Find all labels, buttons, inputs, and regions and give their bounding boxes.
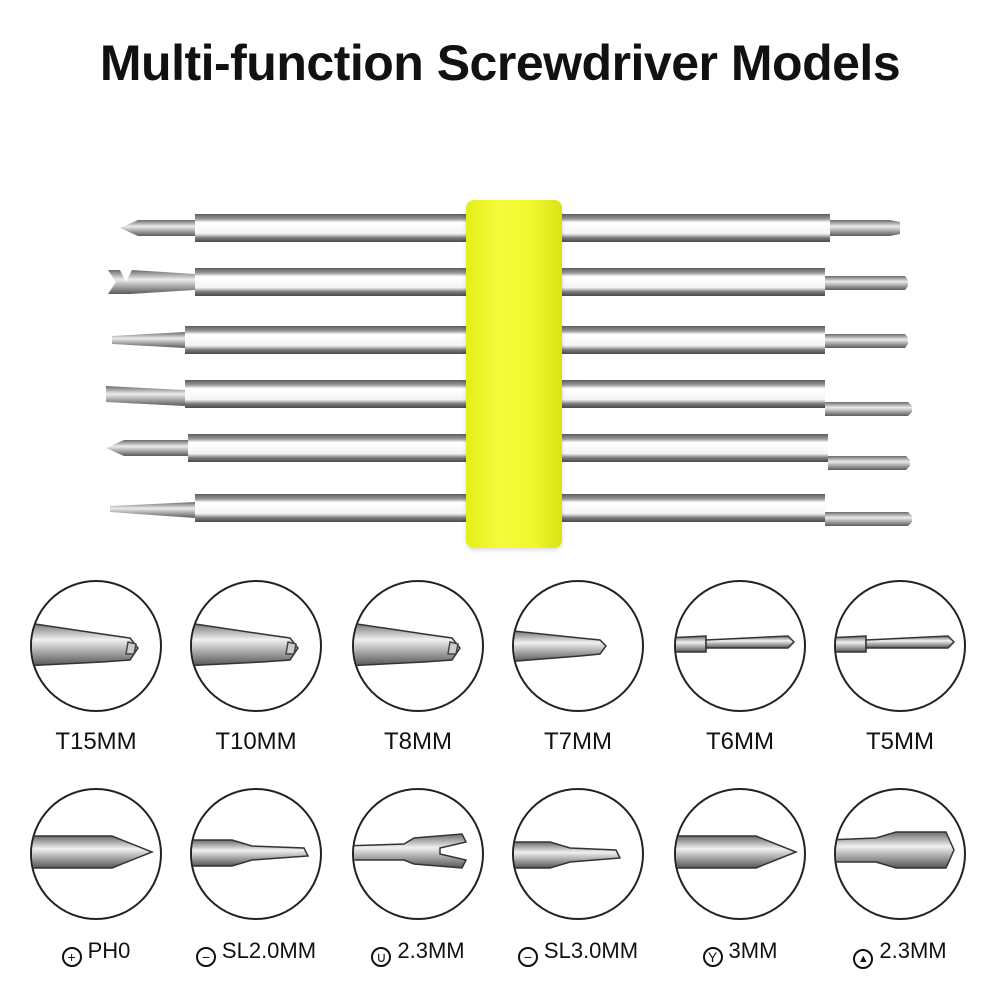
u-bit-icon [352,788,484,920]
tip-label: −SL2.0MM [176,938,336,967]
tip-label: T6MM [706,728,774,755]
y-symbol-icon: Y [702,947,723,967]
slotted-bit-icon [512,788,644,920]
tip-cell: T6MM [660,580,820,756]
yellow-bit-holder [466,200,562,548]
tip-cell: T10MM [176,580,336,756]
page-title: Multi-function Screwdriver Models [99,35,901,91]
tip-label: +PH0 [16,938,176,967]
tip-cell: ▲2.3MM [820,788,980,969]
tip-cell: T7MM [498,580,658,756]
minus-symbol-icon: − [517,947,538,967]
torx-bit-icon [352,580,484,712]
tip-cell: +PH0 [16,788,176,967]
triangle-bit-icon [834,788,966,920]
tip-cell: T8MM [338,580,498,756]
phillips-bit-icon [30,788,162,920]
torx-bit-icon [834,580,966,712]
y-bit-icon [674,788,806,920]
tip-cell: −SL3.0MM [498,788,658,967]
torx-bit-icon [30,580,162,712]
torx-bit-icon [190,580,322,712]
torx-bit-icon [674,580,806,712]
tip-label: ▲2.3MM [820,938,980,969]
tip-cell: T15MM [16,580,176,756]
slotted-bit-icon [190,788,322,920]
tip-cell: ∪2.3MM [338,788,498,967]
triangle-symbol-icon: ▲ [853,949,874,969]
tip-label: T5MM [866,728,934,755]
tip-label: T10MM [215,728,297,755]
tip-cell: T5MM [820,580,980,756]
screwdriver-set-image [100,200,920,550]
tip-label: T15MM [55,728,137,755]
tip-label: −SL3.0MM [498,938,658,967]
torx-bit-icon [512,580,644,712]
tip-cell: −SL2.0MM [176,788,336,967]
minus-symbol-icon: − [195,947,216,967]
tip-label: T7MM [544,728,612,755]
u-symbol-icon: ∪ [371,947,392,967]
tip-label: ∪2.3MM [338,938,498,967]
tip-label: T8MM [384,728,452,755]
plus-symbol-icon: + [61,947,82,967]
